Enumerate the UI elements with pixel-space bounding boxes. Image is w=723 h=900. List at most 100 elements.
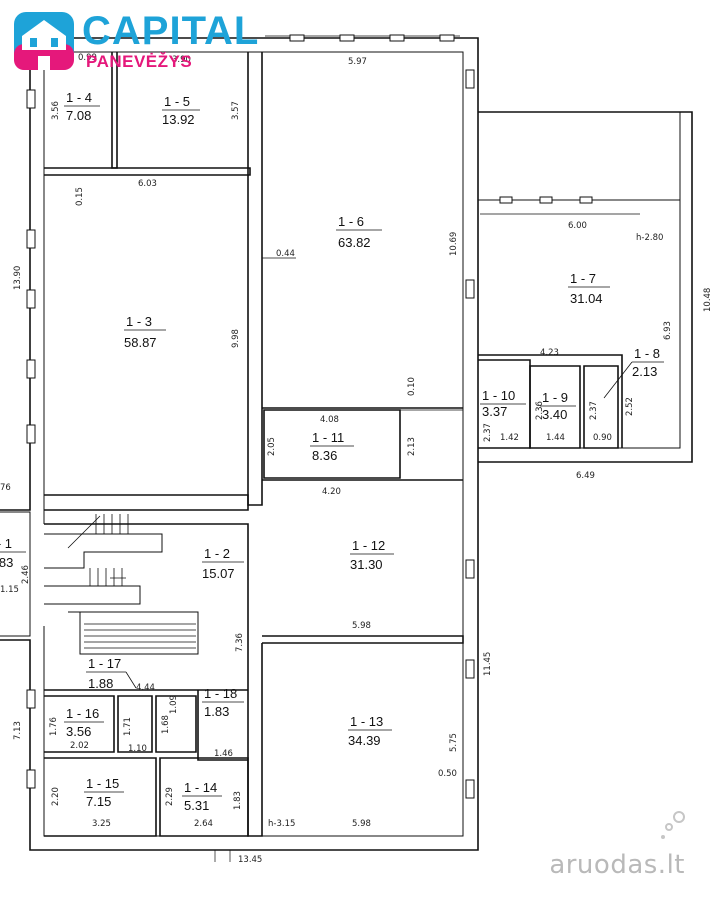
room-1-11-id: 1 - 11 <box>312 430 344 445</box>
dim-575: 5.75 <box>449 733 459 752</box>
wall-19 <box>529 365 581 449</box>
brand-name: CAPITAL <box>82 9 260 53</box>
room-1-10-area: 3.37 <box>482 404 507 419</box>
room-1-14-area: 5.31 <box>184 798 209 813</box>
room-1-4-area: 7.08 <box>66 108 91 123</box>
wall-111-box <box>263 409 401 479</box>
dim-171: 1.71 <box>123 717 133 736</box>
wall-wc1 <box>117 695 153 753</box>
dim-390: 3.90 <box>172 55 191 65</box>
room-1-3-area: 58.87 <box>124 335 157 350</box>
annex-top <box>478 111 681 200</box>
wall-118 <box>197 690 248 761</box>
dim-597: 5.97 <box>348 57 367 67</box>
room-1-5-area: 13.92 <box>162 112 195 127</box>
dim-236: 2.36 <box>535 401 545 420</box>
dim-998: 9.98 <box>231 329 241 348</box>
room-1-5-id: 1 - 5 <box>164 94 190 109</box>
dim-357: 3.57 <box>231 101 241 120</box>
wall-112-bottom <box>262 635 464 644</box>
dim-146: 1.46 <box>214 749 233 759</box>
dim-713: 7.13 <box>13 721 23 740</box>
wall-row1-bottom <box>44 167 251 176</box>
wall-16-left <box>247 52 263 506</box>
stair-block-b <box>44 585 141 605</box>
room-1-1-area: 2.83 <box>0 555 13 570</box>
room-1-16-id: 1 - 16 <box>66 706 99 721</box>
dim-444: 4.44 <box>136 683 155 693</box>
dim-1048: 10.48 <box>703 288 713 312</box>
dim-220: 2.20 <box>51 787 61 806</box>
dim-1145: 11.45 <box>483 652 493 676</box>
wall-115 <box>44 757 157 837</box>
wall-annex-sep <box>478 354 623 448</box>
room-1-4-id: 1 - 4 <box>66 90 92 105</box>
room-1-12-area: 31.30 <box>350 557 383 572</box>
dim-h280: h-2.80 <box>636 233 663 243</box>
dim-237b: 2.37 <box>589 401 599 420</box>
dim-598b: 5.98 <box>352 819 371 829</box>
stair-block-a <box>44 533 163 569</box>
room-1-6-id: 1 - 6 <box>338 214 364 229</box>
dim-176: 1.76 <box>49 717 59 736</box>
room-1-9-area: 3.40 <box>542 407 567 422</box>
room-1-15-area: 7.15 <box>86 794 111 809</box>
room-1-13-id: 1 - 13 <box>350 714 383 729</box>
dim-110: 1.10 <box>128 744 147 754</box>
dim-598a: 5.98 <box>352 621 371 631</box>
dim-76: 76 <box>0 483 11 493</box>
room-1-18-area: 1.83 <box>204 704 229 719</box>
room-1-9-id: 1 - 9 <box>542 390 568 405</box>
dim-252: 2.52 <box>625 397 635 416</box>
capital-logo: CAPITAL PANEVĖŽYS <box>14 9 260 72</box>
wall-116 <box>44 695 115 753</box>
dim-1390: 13.90 <box>13 266 23 290</box>
dim-356: 3.56 <box>51 101 61 120</box>
dim-649: 6.49 <box>576 471 595 481</box>
stair-treads <box>67 514 196 649</box>
dim-229: 2.29 <box>165 787 175 806</box>
dim-142: 1.42 <box>500 433 519 443</box>
dim-420: 4.20 <box>322 487 341 497</box>
dim-246: 2.46 <box>21 565 31 584</box>
dim-099: 0.99 <box>78 53 97 63</box>
dim-090: 0.90 <box>593 433 612 443</box>
dim-205: 2.05 <box>267 437 277 456</box>
room-1-6-area: 63.82 <box>338 235 371 250</box>
dim-237a: 2.37 <box>483 423 493 442</box>
room-1-12-id: 1 - 12 <box>352 538 385 553</box>
room-1-10-id: 1 - 10 <box>482 388 515 403</box>
room-1-16-area: 3.56 <box>66 724 91 739</box>
window-marks <box>26 34 593 799</box>
dim-600: 6.00 <box>568 221 587 231</box>
dim-183: 1.83 <box>233 791 243 810</box>
dim-1345: 13.45 <box>238 855 262 865</box>
walls <box>0 35 693 851</box>
dim-010: 0.10 <box>407 377 417 396</box>
room-1-18-id: 1 - 18 <box>204 686 237 701</box>
dim-044: 0.44 <box>276 249 295 259</box>
stair-block-c <box>68 611 199 655</box>
dim-736: 7.36 <box>235 633 245 652</box>
wall-114 <box>159 757 249 837</box>
room-1-11-area: 8.36 <box>312 448 337 463</box>
dim-050: 0.50 <box>438 769 457 779</box>
wall-113-left <box>247 636 263 837</box>
dim-325: 3.25 <box>92 819 111 829</box>
room-1-7-area: 31.04 <box>570 291 603 306</box>
aruodas-logo-icon <box>655 809 689 848</box>
room-labels: 1 - 4 7.08 1 - 5 13.92 1 - 6 63.82 1 - 7… <box>0 90 664 813</box>
dimension-labels: 0.99 3.90 3.56 3.57 5.97 6.03 0.15 13.90… <box>0 53 713 865</box>
dimension-ticks <box>214 257 463 862</box>
room-1-2-area: 15.07 <box>202 566 235 581</box>
dim-603: 6.03 <box>138 179 157 189</box>
wall-11 <box>0 511 31 637</box>
dim-408: 4.08 <box>320 415 339 425</box>
room-1-3-id: 1 - 3 <box>126 314 152 329</box>
dim-015: 0.15 <box>75 187 85 206</box>
dim-202: 2.02 <box>70 741 89 751</box>
room-1-1-id: 1 - 1 <box>0 536 12 551</box>
room-1-17-id: 1 - 17 <box>88 656 121 671</box>
room-1-8-id: 1 - 8 <box>634 346 660 361</box>
room-1-13-area: 34.39 <box>348 733 381 748</box>
